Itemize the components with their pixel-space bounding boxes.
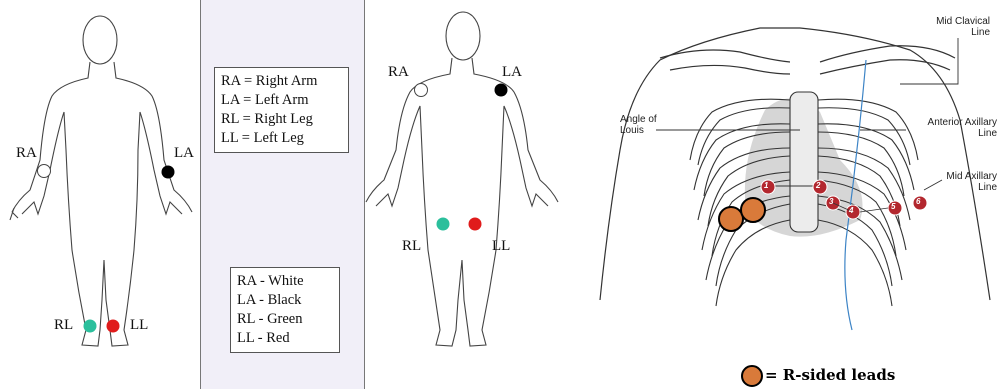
sternum	[790, 92, 818, 232]
anterior-axillary-label: Anterior Axillary Line	[902, 117, 997, 139]
lead-number-1: 1	[764, 181, 768, 190]
back-rl-electrode	[437, 218, 450, 231]
abbreviation-legend: RA = Right Arm LA = Left Arm RL = Right …	[214, 67, 349, 153]
back-la-electrode	[495, 84, 508, 97]
lead-number-4: 4	[849, 206, 853, 215]
legend-line: LL = Left Leg	[221, 129, 342, 148]
lead-number-6: 6	[916, 197, 920, 206]
front-rl-label: RL	[54, 317, 73, 334]
front-la-electrode	[162, 166, 175, 179]
back-ra-electrode	[415, 84, 428, 97]
back-body-outline	[366, 12, 558, 346]
r-sided-legend-label: = R-sided leads	[765, 366, 895, 384]
r-sided-lead-1	[719, 207, 743, 231]
front-ra-label: RA	[16, 145, 37, 162]
mid-axillary-label: Mid Axillary Line	[926, 171, 997, 193]
legend-line: LL - Red	[237, 329, 333, 348]
front-ra-electrode	[38, 165, 51, 178]
lead-number-2: 2	[816, 181, 820, 190]
lead-number-5: 5	[891, 202, 895, 211]
legend-line: RL = Right Leg	[221, 110, 342, 129]
angle-of-louis-label: Angle of Louis	[620, 114, 680, 136]
back-ll-electrode	[469, 218, 482, 231]
front-body-outline	[10, 16, 192, 346]
legend-line: LA - Black	[237, 291, 333, 310]
back-rl-label: RL	[402, 238, 421, 255]
legend-line: RA = Right Arm	[221, 72, 342, 91]
r-sided-lead-2	[741, 198, 765, 222]
legend-line: RA - White	[237, 272, 333, 291]
color-legend: RA - White LA - Black RL - Green LL - Re…	[230, 267, 340, 353]
r-sided-legend-swatch	[742, 366, 762, 386]
front-ll-electrode	[107, 320, 120, 333]
front-rl-electrode	[84, 320, 97, 333]
back-ra-label: RA	[388, 64, 409, 81]
front-la-label: LA	[174, 145, 194, 162]
legend-line: RL - Green	[237, 310, 333, 329]
front-ll-label: LL	[130, 317, 148, 334]
back-la-label: LA	[502, 64, 522, 81]
lead-number-3: 3	[829, 197, 833, 206]
mid-clavical-label: Mid Clavical Line	[916, 16, 990, 38]
legend-line: LA = Left Arm	[221, 91, 342, 110]
back-ll-label: LL	[492, 238, 510, 255]
